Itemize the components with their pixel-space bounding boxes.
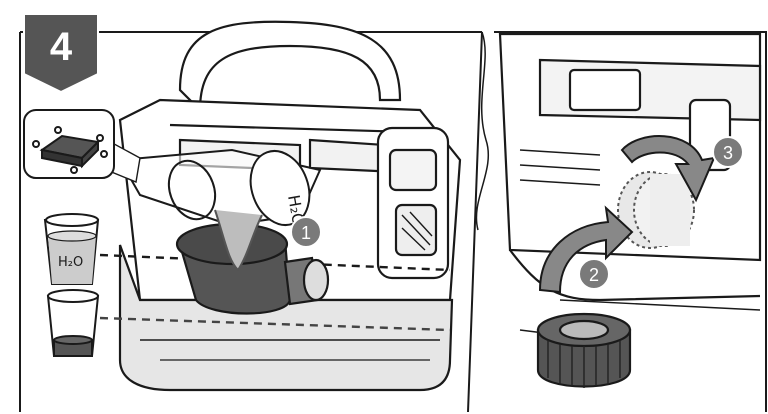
drain-cap-dotted — [617, 171, 695, 249]
funnel — [175, 222, 330, 315]
callout-3: 3 — [712, 136, 744, 168]
callout-1: 1 — [290, 216, 322, 248]
water-cup-label: H₂O — [58, 255, 83, 270]
drain-cap — [536, 312, 632, 388]
tablet-icon — [32, 126, 108, 174]
callout-2: 2 — [578, 258, 610, 290]
curved-arrow-icon — [620, 135, 716, 203]
step-number: 4 — [50, 25, 73, 69]
pouring-cup: H₂O — [118, 148, 322, 272]
callout-1-label: 1 — [301, 223, 311, 243]
callout-2-label: 2 — [589, 265, 599, 285]
callout-3-label: 3 — [723, 143, 733, 163]
step-badge: 4 — [23, 13, 99, 94]
tablet-callout — [23, 109, 141, 183]
curved-arrow-icon — [538, 205, 634, 294]
empty-cup — [46, 289, 100, 357]
water-cup: H₂O — [43, 213, 100, 285]
